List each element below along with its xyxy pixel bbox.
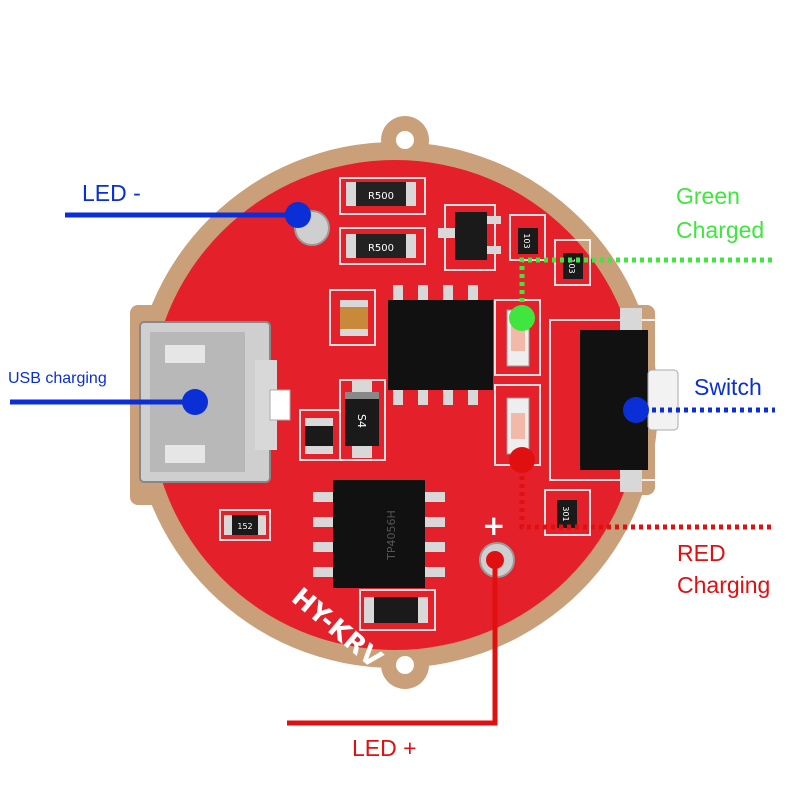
plus-mark: + [482,509,505,542]
diode-s4: S4 [345,380,379,458]
resistor-r500-mid: R500 [346,234,416,258]
resistor-152-label: 152 [237,522,252,531]
ic-lower-label: TP4056H [385,510,398,561]
bottom-component [364,597,428,623]
resistor-r500-mid-label: R500 [368,243,394,254]
red-charging-label-line2: Charging [677,572,771,598]
green-charged-callout [509,257,775,331]
ic-upper [388,285,493,405]
resistor-152: 152 [224,515,266,535]
usb-charging-callout [10,389,208,415]
led-red-component [506,397,530,455]
red-charging-label-line1: RED [677,540,726,566]
led-minus-callout [65,202,311,228]
resistor-103-b: 103 [563,253,583,279]
red-charging-callout [509,447,775,530]
resistor-301-label: 301 [561,506,570,521]
switch-label: Switch [694,374,762,400]
led-plus-callout [287,551,504,726]
resistor-103-a-label: 103 [522,233,531,248]
resistor-103-a: 103 [518,228,538,254]
resistor-r500-top-label: R500 [368,191,394,202]
resistor-301: 301 [557,500,577,528]
capacitor-small [305,418,333,454]
capacitor [340,300,368,336]
switch-component [580,308,679,492]
ic-lower: TP4056H [313,480,445,588]
switch-callout [623,397,775,423]
usb-charging-label: USB charging [8,370,107,387]
green-charged-label-line2: Charged [676,217,765,243]
diode-s4-label: S4 [355,414,368,428]
resistor-103-b-label: 103 [567,258,576,273]
led-plus-label: LED + [352,735,417,761]
silkscreen-outlines [219,177,661,631]
led-minus-label: LED - [82,180,141,206]
resistor-r500-top: R500 [346,182,416,206]
transistor [438,212,501,260]
green-charged-label-line1: Green [676,183,740,209]
